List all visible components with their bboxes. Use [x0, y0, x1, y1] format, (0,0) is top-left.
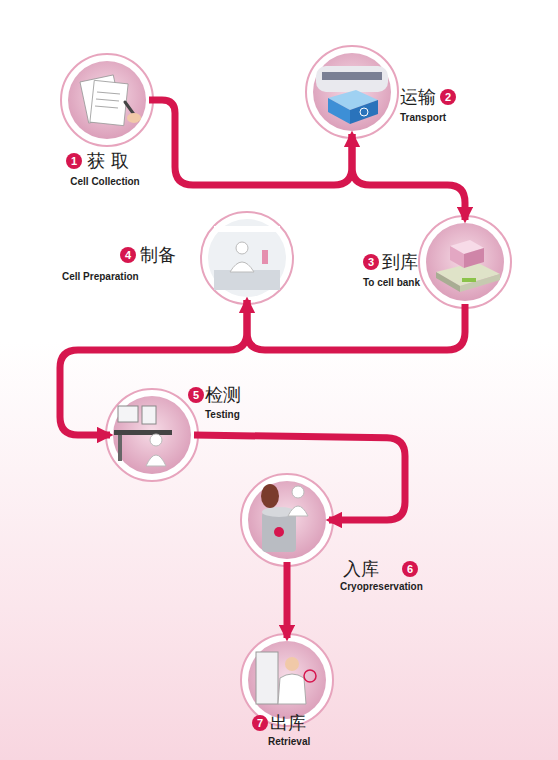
- step-title: 运输: [400, 86, 436, 108]
- step-circle: 获 取Cell Collection: [65, 58, 149, 142]
- step-title: 制备: [140, 244, 176, 266]
- step-title: 出库: [270, 712, 306, 734]
- callout-number: 5: [188, 387, 204, 403]
- flow-connector: [149, 100, 352, 185]
- flow-connector: [352, 134, 465, 220]
- step-subtitle: Transport: [400, 111, 446, 124]
- step-title: 检测: [205, 384, 241, 406]
- ring-1: [61, 54, 153, 146]
- callout-number: 3: [363, 254, 379, 270]
- step-subtitle: Cell Collection: [70, 175, 139, 188]
- step-circle: 到库To cell bank: [423, 220, 507, 304]
- step-subtitle: Retrieval: [268, 735, 310, 748]
- ring-2: [306, 46, 398, 138]
- flow-connector: [284, 562, 291, 638]
- step-title: 获 取: [87, 150, 129, 172]
- ring-4: [201, 212, 293, 304]
- step-title: 到库: [382, 251, 418, 273]
- step-circle: 入库Cryopreservation: [245, 478, 329, 562]
- ring-6: [241, 474, 333, 566]
- callout-number: 7: [252, 715, 268, 731]
- flow-connector: [247, 300, 465, 350]
- ring-3: [419, 216, 511, 308]
- callout-number: 1: [66, 153, 82, 169]
- callout-number: 6: [402, 561, 418, 577]
- step-subtitle: To cell bank: [363, 276, 420, 289]
- step-subtitle: Cryopreservation: [340, 580, 423, 593]
- step-circle: 运输Transport: [310, 50, 394, 134]
- step-circle: 制备Cell Preparation: [205, 216, 289, 300]
- step-subtitle: Testing: [205, 408, 240, 421]
- step-subtitle: Cell Preparation: [62, 270, 139, 283]
- flow-connector: [60, 300, 247, 435]
- callout-number: 4: [120, 247, 136, 263]
- step-circle: 出库Retrieval: [245, 638, 329, 722]
- step-circle: 检测Testing: [110, 393, 194, 477]
- flow-connector: [194, 435, 405, 520]
- callout-number: 2: [440, 89, 456, 105]
- ring-5: [106, 389, 198, 481]
- step-title: 入库: [343, 558, 379, 580]
